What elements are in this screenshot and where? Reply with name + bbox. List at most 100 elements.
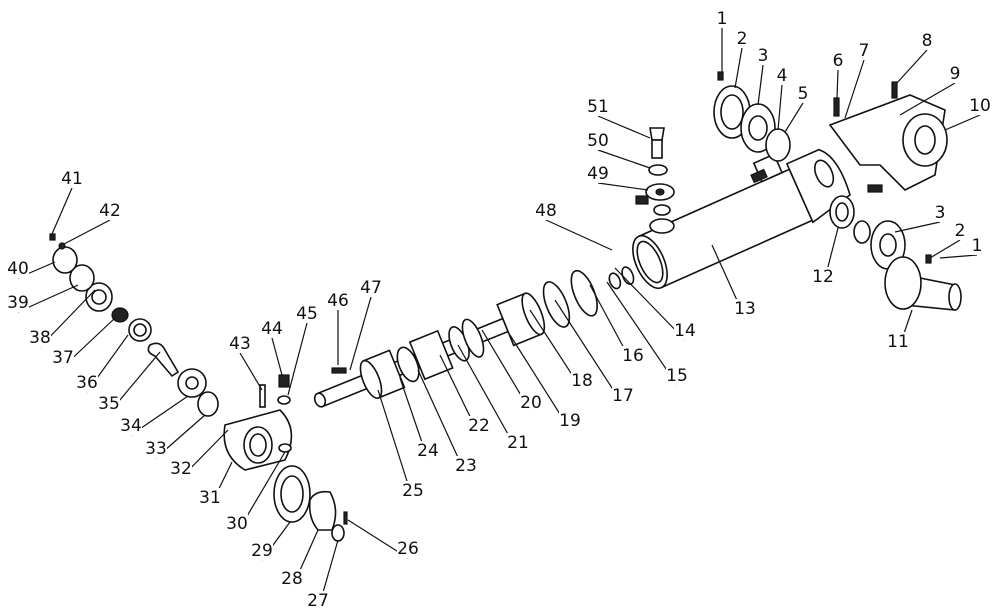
ball-joint-parts xyxy=(49,233,219,417)
callout-25: 25 xyxy=(402,481,424,501)
callout-16: 16 xyxy=(622,346,644,366)
callout-bg xyxy=(455,456,477,475)
callout-33: 33 xyxy=(145,439,167,459)
callout-bg xyxy=(360,278,382,297)
callout-32: 32 xyxy=(170,459,192,479)
leader-line-50 xyxy=(597,149,651,169)
callout-48: 48 xyxy=(535,201,557,221)
callout-13: 13 xyxy=(734,299,756,319)
callout-14: 14 xyxy=(674,321,696,341)
callout-28: 28 xyxy=(281,569,303,589)
callout-bg xyxy=(251,541,273,560)
callout-44: 44 xyxy=(261,319,283,339)
callout-bg xyxy=(417,441,439,460)
callout-bg xyxy=(52,348,74,367)
trunnion-flange xyxy=(829,195,962,311)
leader-line-10 xyxy=(944,114,981,131)
callout-3: 3 xyxy=(935,203,946,223)
callout-8: 8 xyxy=(922,31,933,51)
callout-bg xyxy=(7,293,29,312)
leader-line-14 xyxy=(614,267,686,341)
leader-line-8 xyxy=(895,49,928,85)
callout-bg xyxy=(7,259,29,278)
callout-24: 24 xyxy=(417,441,439,461)
callout-30: 30 xyxy=(226,514,248,534)
callout-38: 38 xyxy=(29,328,51,348)
callout-35: 35 xyxy=(98,394,120,414)
callout-bg xyxy=(98,394,120,413)
leader-line-48 xyxy=(545,219,613,251)
callout-bg xyxy=(327,291,349,310)
callout-bg xyxy=(468,416,490,435)
callout-50: 50 xyxy=(587,131,609,151)
callout-3: 3 xyxy=(758,46,769,66)
callout-36: 36 xyxy=(76,373,98,393)
callout-bg xyxy=(666,366,688,385)
callout-bg xyxy=(622,346,644,365)
callout-51: 51 xyxy=(587,97,609,117)
leader-line-41 xyxy=(51,187,73,235)
callout-bg xyxy=(966,236,988,255)
mounting-bracket xyxy=(828,81,948,193)
callout-bg xyxy=(145,439,167,458)
callout-bg xyxy=(520,393,542,412)
callout-bg xyxy=(944,64,966,83)
callout-bg xyxy=(734,299,756,318)
callout-bg xyxy=(307,591,329,610)
callout-bg xyxy=(711,9,733,28)
leader-line-49 xyxy=(597,182,649,191)
callout-bg xyxy=(752,46,774,65)
piston-rod-assembly xyxy=(313,266,635,408)
callout-bg xyxy=(261,319,283,338)
callout-bg xyxy=(587,97,609,116)
leader-line-42 xyxy=(63,219,111,245)
callout-22: 22 xyxy=(468,416,490,436)
leader-line-6 xyxy=(836,69,839,99)
callout-bg xyxy=(969,96,991,115)
callout-4: 4 xyxy=(777,66,788,86)
leader-line-7 xyxy=(844,59,865,119)
callout-bg xyxy=(771,66,793,85)
callout-bg xyxy=(571,371,593,390)
callout-bg xyxy=(120,416,142,435)
top-flange-parts xyxy=(713,71,791,162)
callout-40: 40 xyxy=(7,259,29,279)
callout-10: 10 xyxy=(969,96,991,116)
callout-bg xyxy=(296,304,318,323)
callout-43: 43 xyxy=(229,334,251,354)
leader-line-3 xyxy=(894,221,941,233)
callout-45: 45 xyxy=(296,304,318,324)
callout-bg xyxy=(281,569,303,588)
callout-34: 34 xyxy=(120,416,142,436)
leader-line-51 xyxy=(597,115,651,139)
callout-9: 9 xyxy=(950,64,961,84)
callout-2: 2 xyxy=(737,29,748,49)
callout-bg xyxy=(559,411,581,430)
callout-bg xyxy=(29,328,51,347)
callout-21: 21 xyxy=(507,433,529,453)
screw-46 xyxy=(331,367,347,374)
leader-line-15 xyxy=(606,281,678,386)
callout-bg xyxy=(61,169,83,188)
leader-line-9 xyxy=(899,82,956,116)
callout-bg xyxy=(949,221,971,240)
callout-20: 20 xyxy=(520,393,542,413)
callout-18: 18 xyxy=(571,371,593,391)
leader-line-2 xyxy=(929,239,961,259)
callout-bg xyxy=(731,29,753,48)
callout-39: 39 xyxy=(7,293,29,313)
callout-6: 6 xyxy=(833,51,844,71)
callout-bg xyxy=(507,433,529,452)
leader-line-5 xyxy=(784,102,804,133)
callout-46: 46 xyxy=(327,291,349,311)
callout-11: 11 xyxy=(887,332,909,352)
callout-bg xyxy=(99,201,121,220)
port-fitting xyxy=(635,127,675,234)
callout-bg xyxy=(674,321,696,340)
callout-49: 49 xyxy=(587,164,609,184)
callout-bg xyxy=(535,201,557,220)
rod-eye xyxy=(223,374,293,471)
callout-bg xyxy=(916,31,938,50)
